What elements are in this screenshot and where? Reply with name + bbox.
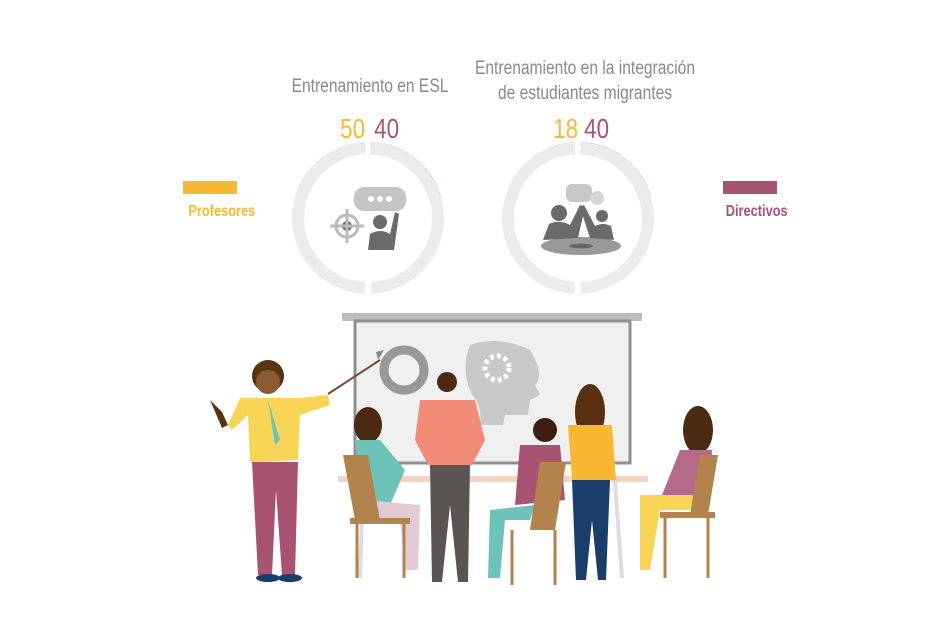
legend-swatch-profesores xyxy=(183,181,237,194)
seated-woman-teal xyxy=(343,407,420,578)
value-profesores-esl: 50 xyxy=(340,113,366,144)
team-meeting-icon xyxy=(541,184,621,255)
standing-woman xyxy=(568,384,616,580)
chart-title-migrantes: Entrenamiento en la integración de estud… xyxy=(466,56,704,106)
standing-man xyxy=(415,372,485,582)
target-presenter-icon xyxy=(330,187,406,250)
gauge-track-left xyxy=(292,142,366,294)
gauge-track-left xyxy=(502,142,576,294)
gauge-track-right xyxy=(370,142,444,294)
value-directivos-esl: 40 xyxy=(374,113,400,144)
legend-label-directivos: Directivos xyxy=(725,203,788,220)
title-line-2: de estudiantes migrantes xyxy=(497,83,673,104)
legend-swatch-directivos xyxy=(723,181,777,194)
legend-label-profesores: Profesores xyxy=(188,203,256,220)
chart-title-esl: Entrenamiento en ESL xyxy=(291,76,449,97)
value-directivos-migrantes: 40 xyxy=(584,113,610,144)
seated-woman-magenta xyxy=(488,418,566,585)
value-profesores-migrantes: 18 xyxy=(553,113,579,144)
title-line-1: Entrenamiento en la integración xyxy=(474,58,695,79)
table xyxy=(338,476,648,482)
gauge-track-right xyxy=(580,142,654,294)
seated-woman-right xyxy=(640,406,718,578)
presenter xyxy=(210,359,381,582)
